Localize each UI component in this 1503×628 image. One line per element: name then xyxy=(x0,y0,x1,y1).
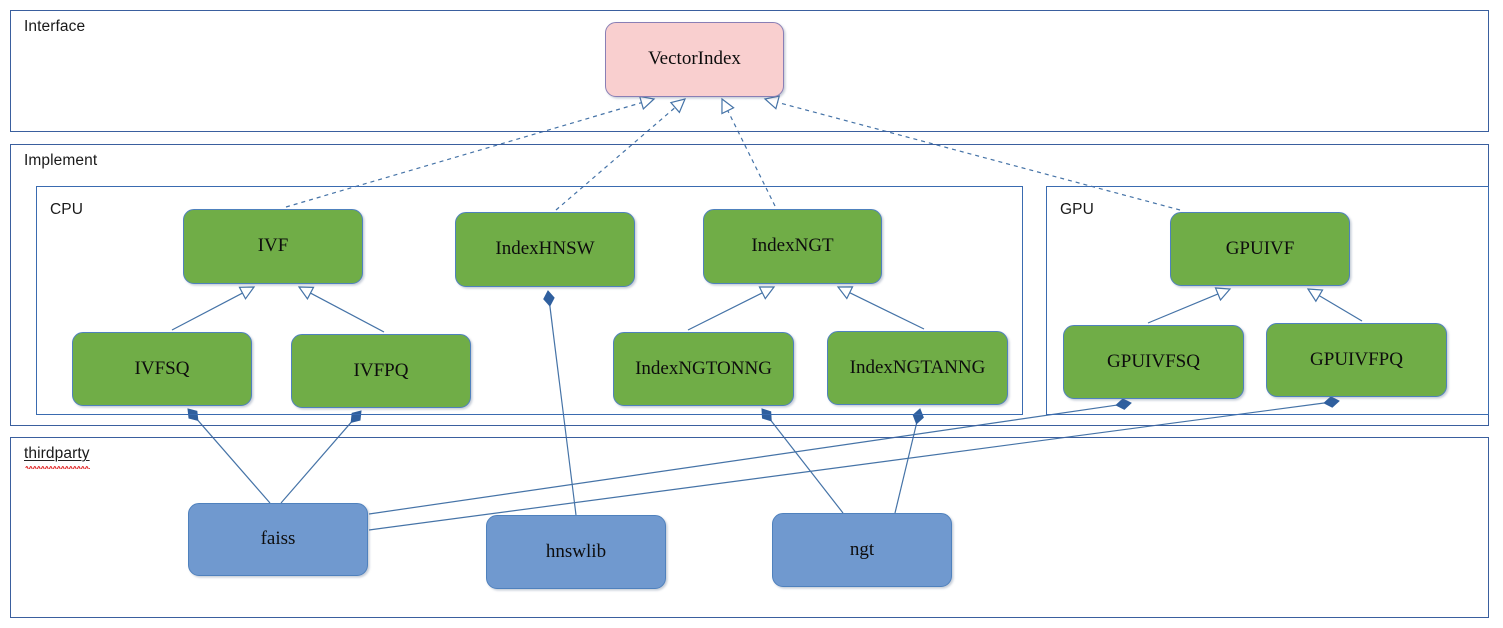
class-node-indexngtonng[interactable]: IndexNGTONNG xyxy=(613,332,794,406)
group-label-interface: Interface xyxy=(24,18,86,35)
group-container-interface xyxy=(10,10,1489,132)
class-node-gpuivf[interactable]: GPUIVF xyxy=(1170,212,1350,286)
group-label-thirdparty: thirdparty xyxy=(24,445,90,469)
class-node-ivfpq[interactable]: IVFPQ xyxy=(291,334,471,408)
class-node-ivfsq[interactable]: IVFSQ xyxy=(72,332,252,406)
group-label-cpu: CPU xyxy=(50,201,84,218)
group-container-cpu xyxy=(36,186,1023,415)
group-label-gpu: GPU xyxy=(1060,201,1094,218)
class-node-indexhnsw[interactable]: IndexHNSW xyxy=(455,212,635,287)
class-node-indexngt[interactable]: IndexNGT xyxy=(703,209,882,284)
class-node-hnswlib[interactable]: hnswlib xyxy=(486,515,666,589)
class-node-ngt[interactable]: ngt xyxy=(772,513,952,587)
class-node-faiss[interactable]: faiss xyxy=(188,503,368,576)
class-node-gpuivfpq[interactable]: GPUIVFPQ xyxy=(1266,323,1447,397)
class-node-gpuivfsq[interactable]: GPUIVFSQ xyxy=(1063,325,1244,399)
class-node-vectorindex[interactable]: VectorIndex xyxy=(605,22,784,97)
class-node-ivf[interactable]: IVF xyxy=(183,209,363,284)
group-container-thirdparty xyxy=(10,437,1489,618)
group-container-gpu xyxy=(1046,186,1489,415)
group-label-implement: Implement xyxy=(24,152,98,169)
class-node-indexngtanng[interactable]: IndexNGTANNG xyxy=(827,331,1008,405)
spellcheck-squiggle-icon xyxy=(25,466,90,469)
